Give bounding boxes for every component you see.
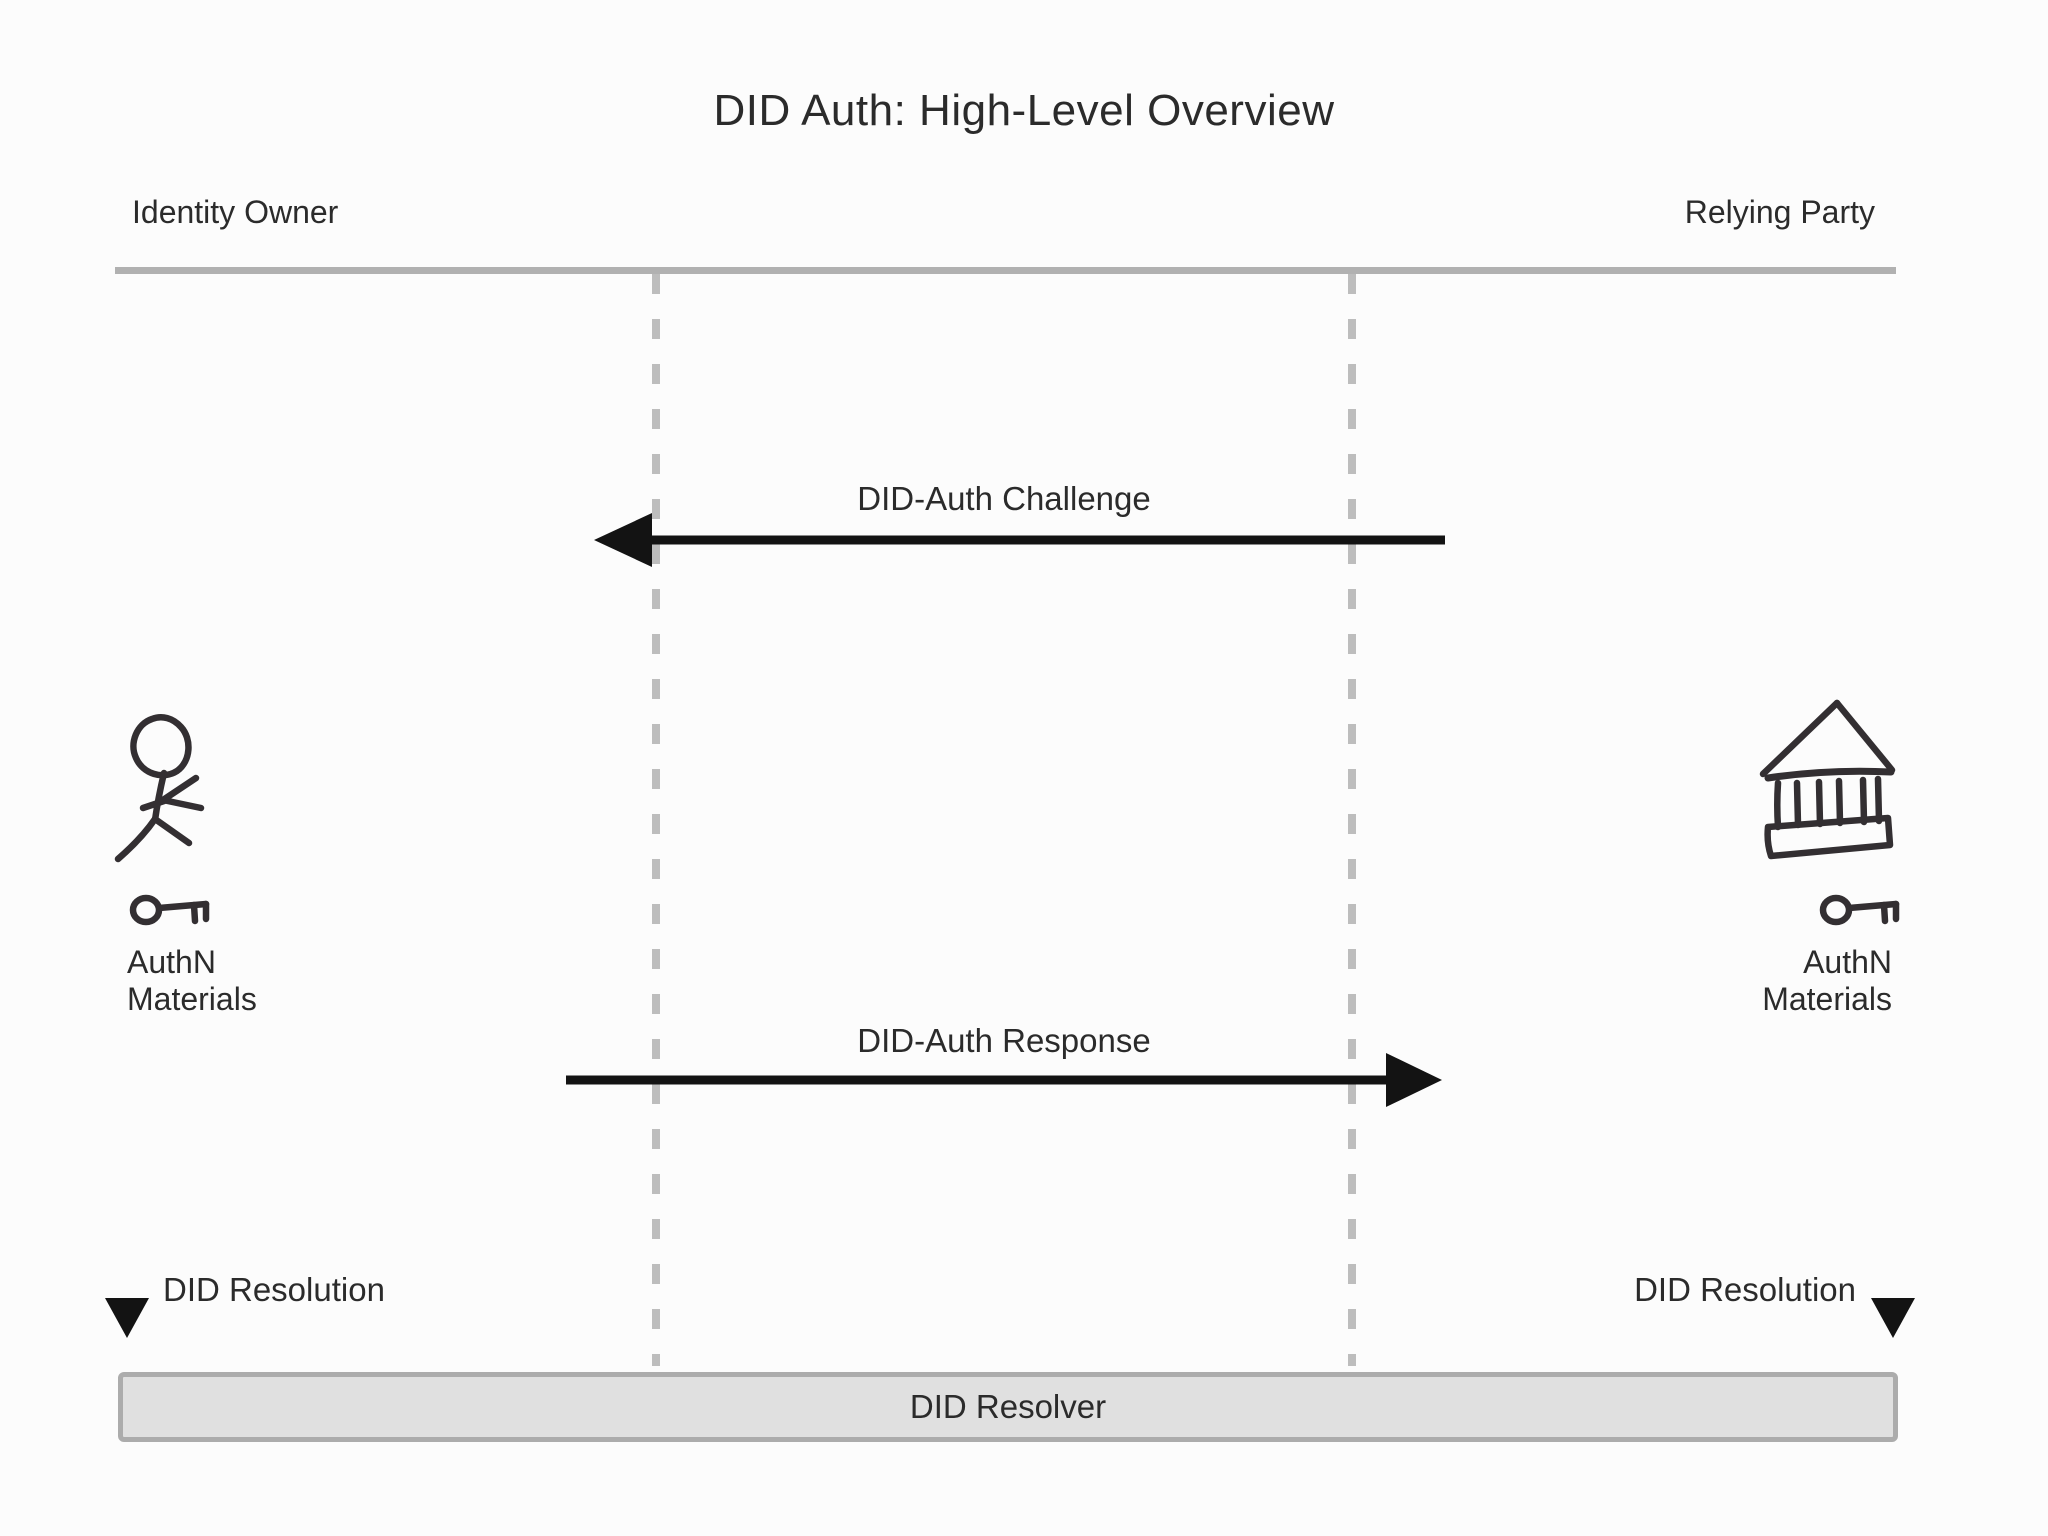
actor-header-divider [115, 267, 1896, 274]
down-arrow-icon-left [105, 1252, 149, 1338]
actor-label-relying-party: Relying Party [1684, 194, 1875, 230]
did-resolver-label: DID Resolver [909, 1388, 1107, 1425]
authn-line1: AuthN [1803, 944, 1892, 980]
challenge-arrow-left-icon [594, 513, 1445, 567]
bank-icon [1759, 699, 1896, 860]
actor-label-identity-owner: Identity Owner [132, 194, 339, 230]
key-icon-right [1823, 898, 1896, 922]
message-label-response: DID-Auth Response [857, 1022, 1151, 1059]
message-label-challenge: DID-Auth Challenge [857, 480, 1151, 517]
authn-materials-label-left: AuthN Materials [127, 944, 257, 1018]
authn-line1: AuthN [127, 944, 216, 980]
authn-line2: Materials [1762, 981, 1892, 1017]
did-resolver-box: DID Resolver [118, 1372, 1898, 1442]
key-icon-left [133, 898, 206, 922]
response-arrow-right-icon [566, 1053, 1442, 1107]
did-resolution-label-left: DID Resolution [163, 1271, 385, 1308]
person-icon [114, 714, 205, 863]
diagram-title: DID Auth: High-Level Overview [713, 86, 1335, 135]
authn-materials-label-right: AuthN Materials [1762, 944, 1892, 1018]
authn-line2: Materials [127, 981, 257, 1017]
down-arrow-icon-right [1871, 1252, 1915, 1338]
did-resolution-label-right: DID Resolution [1634, 1271, 1856, 1308]
